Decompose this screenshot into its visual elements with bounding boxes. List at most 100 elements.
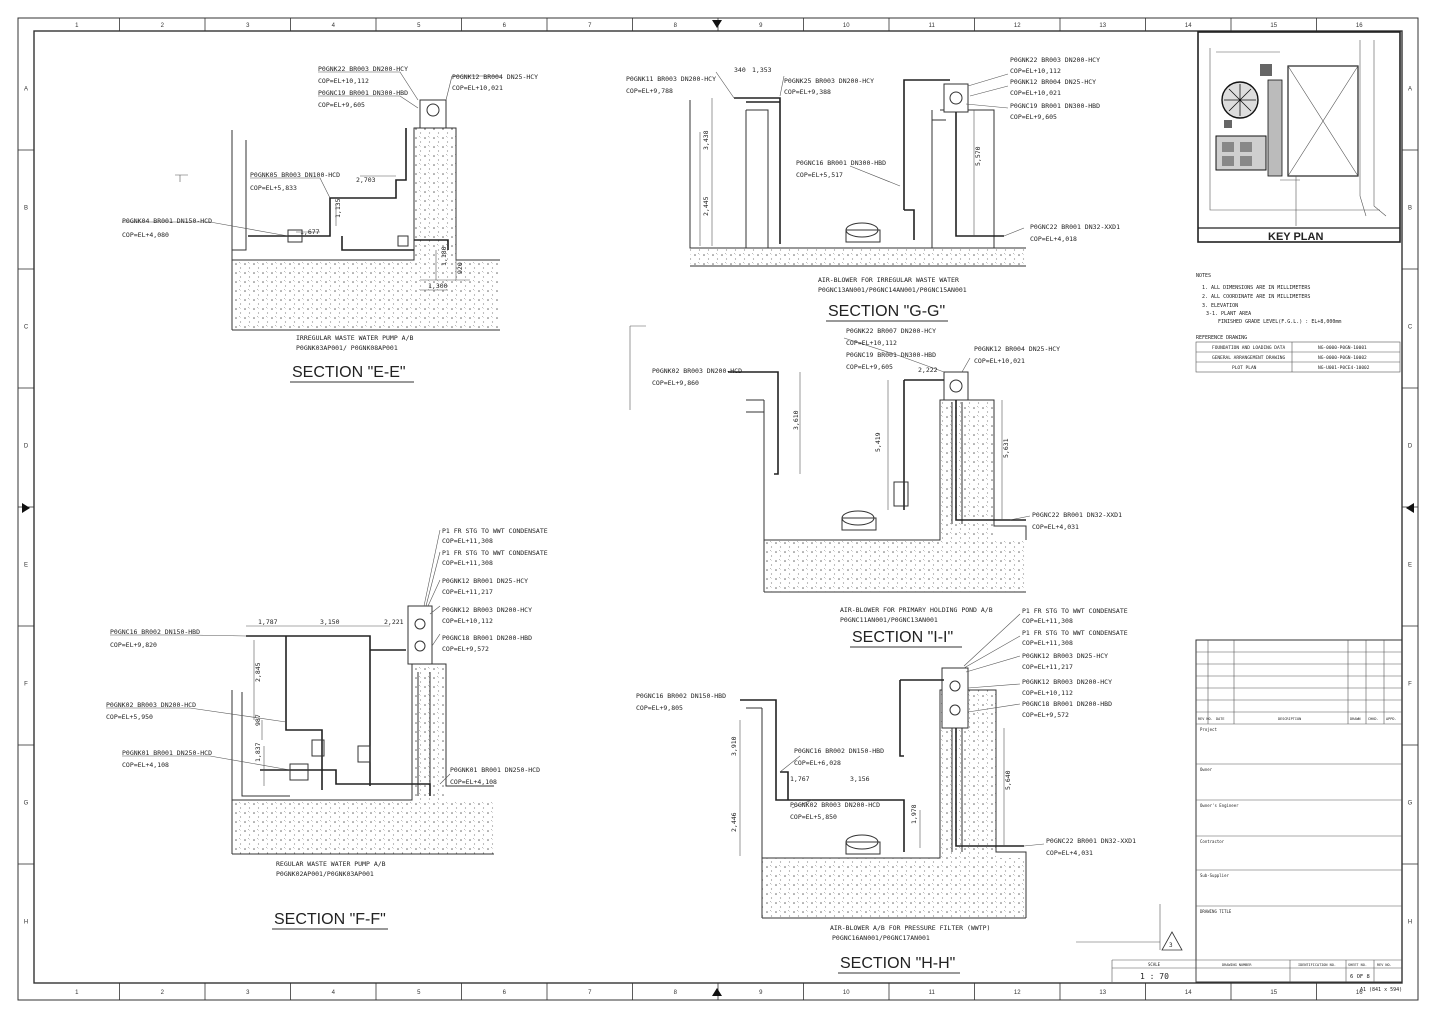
i-dim-1: 2,222 [918,366,938,374]
g-label-10: COP=EL+9,605 [1010,113,1057,121]
i-label-10: COP=EL+4,031 [1032,523,1079,531]
frame-row-label-left: D [24,444,29,450]
key-plan [1197,31,1401,243]
i-label-7: P0GNK02 BR003 DN200-HCD [652,367,742,375]
frame-column-label-top: 14 [1185,23,1192,29]
i-label-3: P0GNC19 BR001 DN300-HBD [846,351,936,359]
frame-row-label-right: C [1408,325,1413,331]
h-label-1: P1 FR STG TO WWT CONDENSATE [1022,607,1128,615]
f-label-7: P0GNK12 BR003 DN200-HCY [442,606,532,614]
f-label-15: P0GNK01 BR001 DN250-HCD [122,749,212,757]
f-dim-3: 2,221 [384,618,404,626]
frame-column-label-top: 2 [161,23,165,29]
frame-column-label-top: 5 [417,23,421,29]
section-i-title: SECTION "I-I" [852,629,953,646]
ref-name-2: GENERAL ARRANGEMENT DRAWING [1212,355,1285,361]
rev-header-6: APPD. [1386,717,1397,721]
h-label-2: COP=EL+11,308 [1022,617,1073,625]
e-label-2: COP=EL+10,112 [318,77,369,85]
rev-header-3: DESCRIPTION [1278,717,1301,721]
g-dim-4: 2,445 [702,196,710,216]
h-dim-1: 3,910 [730,736,738,756]
g-caption-1: AIR-BLOWER FOR IRREGULAR WASTE WATER [818,276,959,284]
f-label-12: COP=EL+9,820 [110,641,157,649]
h-dim-5: 1,978 [910,804,918,824]
e-dim-4: 1,300 [428,282,448,290]
e-dim-1: 2,703 [356,176,376,184]
section-g-title: SECTION "G-G" [828,303,945,320]
e-caption-1: IRREGULAR WASTE WATER PUMP A/B [296,334,413,342]
section-h-title: SECTION "H-H" [840,955,955,972]
frame-column-label-bottom: 14 [1185,990,1192,996]
notes-line-3: 3. ELEVATION [1202,303,1238,309]
frame-row-label-left: F [24,682,28,688]
bottom-header-4: REV NO. [1377,963,1392,967]
i-caption-1: AIR-BLOWER FOR PRIMARY HOLDING POND A/B [840,606,993,614]
frame-column-label-bottom: 8 [674,990,678,996]
h-label-15: P0GNK02 BR003 DN200-HCD [790,801,880,809]
frame-column-label-bottom: 6 [503,990,507,996]
h-dim-3: 3,156 [850,775,870,783]
frame-column-label-top: 13 [1099,23,1106,29]
frame-row-label-right: G [1408,801,1413,807]
f-label-8: COP=EL+10,112 [442,617,493,625]
i-dim-4: 5,631 [1002,438,1010,458]
f-label-1: P1 FR STG TO WWT CONDENSATE [442,527,548,535]
f-label-2: COP=EL+11,308 [442,537,493,545]
section-h-h [739,613,1045,919]
sheet-number: 6 OF 8 [1350,974,1370,980]
g-label-4: COP=EL+9,388 [784,88,831,96]
f-dim-4: 2,845 [254,662,262,682]
frame-column-label-bottom: 5 [417,990,421,996]
frame-column-label-top: 9 [759,23,763,29]
field-owner: Owner [1200,767,1213,772]
frame-column-label-bottom: 9 [759,990,763,996]
key-plan-title: KEY PLAN [1268,231,1323,243]
section-f-title: SECTION "F-F" [274,911,386,928]
frame-column-label-bottom: 16 [1356,990,1363,996]
f-label-14: COP=EL+5,950 [106,713,153,721]
notes-line-2: 2. ALL COORDINATE ARE IN MILLIMETERS [1202,294,1310,300]
e-dim-3: 1,135 [334,198,342,218]
f-caption-2: P0GNK02AP001/P0GNK03AP001 [276,870,374,878]
frame-column-label-top: 15 [1270,23,1277,29]
title-block [1076,639,1403,983]
f-label-5: P0GNK12 BR001 DN25-HCY [442,577,528,585]
frame-row-label-left: A [24,87,28,93]
f-label-13: P0GNK02 BR003 DN200-HCD [106,701,196,709]
h-label-8: COP=EL+10,112 [1022,689,1073,697]
e-label-9: P0GNK04 BR001 DN150-HCD [122,217,212,225]
h-label-12: COP=EL+9,805 [636,704,683,712]
f-dim-5: 987 [254,714,262,726]
ref-no-1: NG-0000-P0GN-10001 [1318,345,1367,351]
e-dim-6: 920 [456,262,464,274]
frame-column-label-bottom: 3 [246,990,250,996]
revision-triangle-number: 3 [1169,942,1173,949]
frame-row-label-left: H [24,920,28,926]
scale-value: 1 : 70 [1140,972,1169,981]
reference-table [1195,341,1401,373]
frame-row-label-left: C [24,325,29,331]
h-label-6: COP=EL+11,217 [1022,663,1073,671]
rev-header-1: REV NO. [1198,717,1213,721]
field-drawing-title: DRAWING TITLE [1200,909,1232,914]
section-g-g [689,71,1026,267]
h-label-9: P0GNC18 BR001 DN200-HBD [1022,700,1112,708]
section-i-i [629,325,1031,593]
reference-heading: REFERENCE DRAWING [1196,335,1247,341]
e-label-4: COP=EL+9,605 [318,101,365,109]
g-label-5: P0GNK22 BR003 DN200-HCY [1010,56,1100,64]
f-label-4: COP=EL+11,308 [442,559,493,567]
g-label-13: P0GNC22 BR001 DN32-XXD1 [1030,223,1120,231]
frame-column-label-top: 16 [1356,23,1363,29]
frame-column-label-top: 12 [1014,23,1021,29]
frame-row-label-left: G [24,801,29,807]
f-caption-1: REGULAR WASTE WATER PUMP A/B [276,860,386,868]
h-label-10: COP=EL+9,572 [1022,711,1069,719]
frame-column-label-top: 3 [246,23,250,29]
g-label-12: COP=EL+5,517 [796,171,843,179]
g-label-9: P0GNC19 BR001 DN300-HBD [1010,102,1100,110]
f-label-3: P1 FR STG TO WWT CONDENSATE [442,549,548,557]
frame-column-label-top: 11 [929,23,936,29]
